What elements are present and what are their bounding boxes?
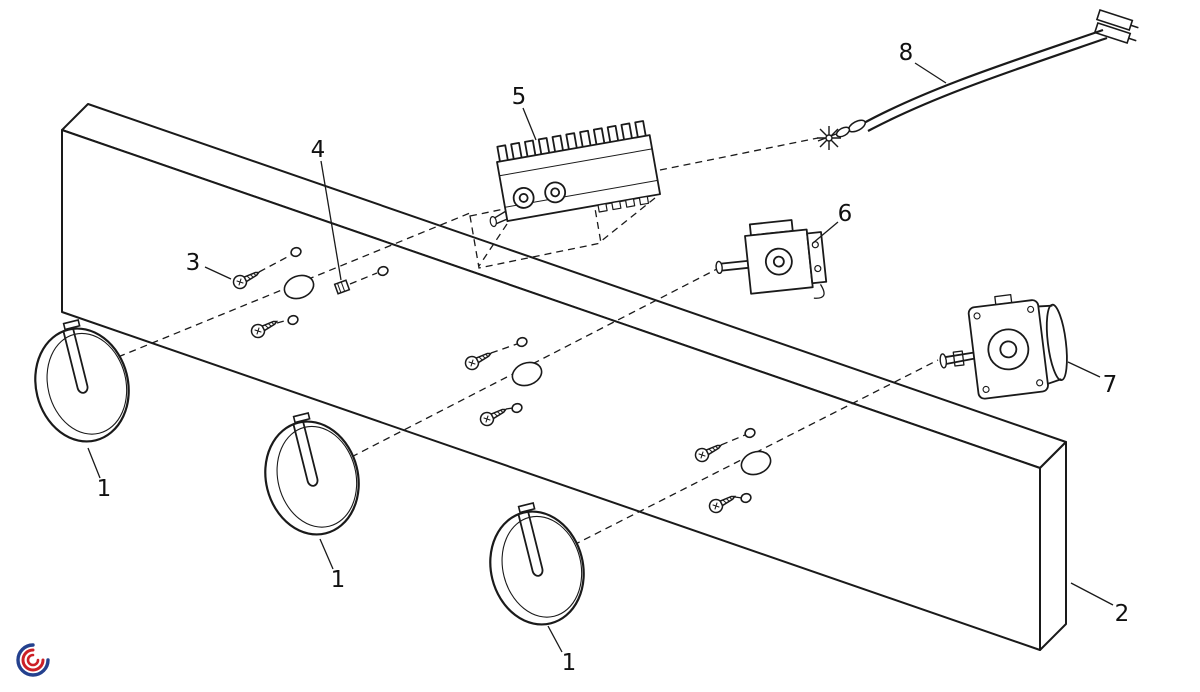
- control-panel: [61, 103, 1067, 651]
- fixing-clip: [333, 279, 351, 295]
- timer-switch: [939, 294, 1068, 400]
- mounting-screws: [232, 271, 737, 514]
- callout-lead: 8: [899, 40, 914, 66]
- callout-knob-right: 1: [562, 650, 577, 676]
- callout-timer: 7: [1103, 372, 1118, 398]
- callout-clip: 4: [311, 137, 326, 163]
- control-knob-middle: [264, 412, 360, 536]
- selector-switch-block: [489, 120, 661, 228]
- control-knob-right: [489, 502, 585, 626]
- brand-logo: [16, 643, 50, 677]
- callout-regulator: 6: [838, 201, 853, 227]
- callout-leader-lines: [87, 62, 1114, 653]
- callout-selector: 5: [512, 84, 527, 110]
- control-knob-left: [34, 319, 130, 443]
- callout-knob-left: 1: [97, 476, 112, 502]
- panel-holes: [283, 246, 772, 504]
- callout-panel: 2: [1115, 601, 1130, 627]
- callout-screw: 3: [186, 250, 201, 276]
- capillary-clamp: [817, 126, 841, 150]
- thermostat-lead: [817, 8, 1139, 150]
- callout-knob-middle: 1: [331, 567, 346, 593]
- energy-regulator: [715, 219, 828, 299]
